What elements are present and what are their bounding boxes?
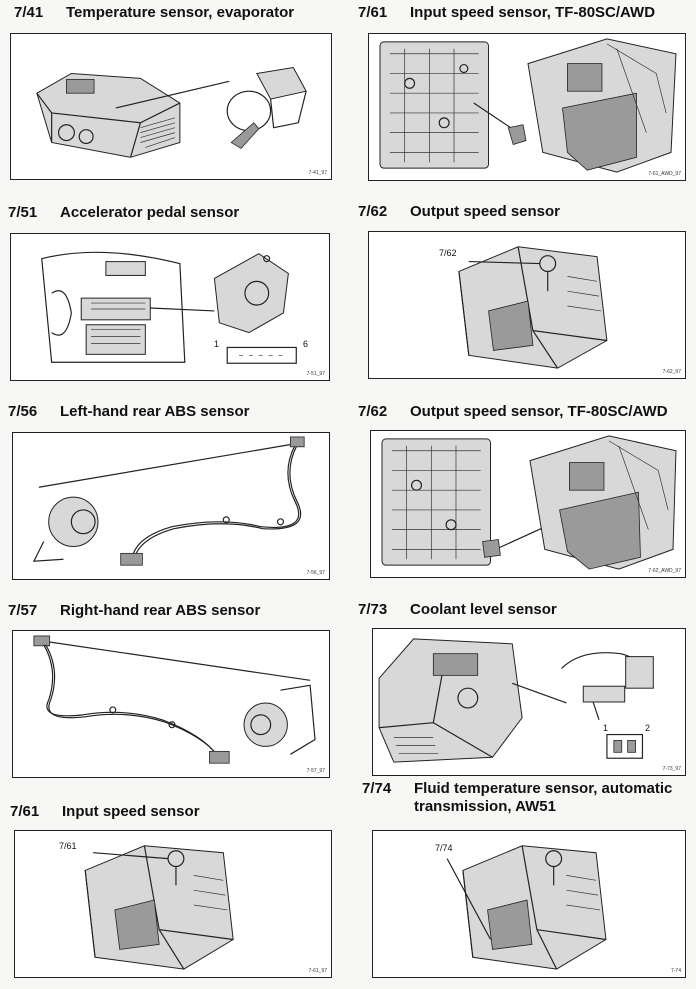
sensor-callout: 7/74 [435,843,453,853]
illustration-panel: 7-57_97 [12,630,330,778]
illustration-panel: 1 6 7-51_97 [10,233,330,381]
component-code: 7/74 [362,780,392,797]
entry-heading: 7/51 Accelerator pedal sensor [8,204,239,222]
component-title: Accelerator pedal sensor [60,204,240,221]
figure-reference: 7-61_97 [308,968,327,974]
illustration-panel: 7/62 7-62_97 [368,231,686,379]
pin-label: 6 [303,339,309,349]
right-rear-abs-sensor-drawing [33,635,316,764]
output-speed-sensor-drawing [458,246,608,369]
sensor-callout: 7/62 [439,248,457,258]
pin-label: 1 [214,339,220,349]
figure-reference: 7-62_AWD_97 [648,568,681,574]
left-rear-abs-sensor-drawing [32,436,305,566]
figure-reference: 7-61_AWD_97 [648,171,681,177]
coolant-level-sensor-drawing [378,638,654,763]
input-speed-sensor-awd-drawing [379,38,677,173]
evaporator-sensor-drawing [36,66,307,158]
input-speed-sensor-drawing [84,845,234,970]
component-code: 7/41 [14,4,44,21]
component-code: 7/62 [358,203,388,220]
component-code: 7/61 [358,4,388,21]
figure-reference: 7-41_97 [308,170,327,176]
component-code: 7/62 [358,403,388,420]
illustration-panel: 7-61_AWD_97 [368,33,686,181]
component-title: Input speed sensor [62,803,200,820]
figure-reference: 7-62_97 [662,369,681,375]
component-title: Coolant level sensor [410,601,557,618]
illustration-panel: 7/61 7-61_97 [14,830,332,978]
figure-reference: 7-73_97 [662,766,681,772]
entry-heading: 7/73 Coolant level sensor [358,601,557,619]
component-title: Left-hand rear ABS sensor [60,403,250,420]
entry-heading: 7/61 Input speed sensor, TF-80SC/AWD [358,4,655,22]
component-code: 7/51 [8,204,38,221]
component-code: 7/57 [8,602,38,619]
component-title: Input speed sensor, TF-80SC/AWD [410,4,656,21]
entry-heading: 7/41 Temperature sensor, evaporator [14,4,294,22]
illustration-panel: 1 2 7-73_97 [372,628,686,776]
pin-label: 2 [645,723,651,733]
illustration-panel: 7-62_AWD_97 [370,430,686,578]
output-speed-sensor-awd-drawing [381,435,677,570]
component-code: 7/61 [10,803,40,820]
entry-heading: 7/56 Left-hand rear ABS sensor [8,403,250,421]
illustration-panel: 7-41_97 [10,33,332,180]
accelerator-pedal-sensor-drawing [41,251,297,364]
figure-reference: 7-74 [670,968,681,974]
component-title: Temperature sensor, evaporator [66,4,295,21]
component-code: 7/56 [8,403,38,420]
figure-reference: 7-56_97 [306,570,325,576]
fluid-temperature-sensor-drawing [446,845,607,970]
pin-label: 1 [603,723,609,733]
illustration-panel: 7/74 7-74 [372,830,686,978]
entry-heading: 7/74 Fluid temperature sensor, automatic … [362,780,692,816]
component-title: Fluid temperature sensor, automatic tran… [414,780,673,815]
figure-reference: 7-57_97 [306,768,325,774]
component-title: Output speed sensor, TF-80SC/AWD [410,403,668,420]
entry-heading: 7/62 Output speed sensor, TF-80SC/AWD [358,403,668,421]
sensor-callout: 7/61 [59,841,77,851]
entry-heading: 7/61 Input speed sensor [10,803,200,821]
entry-heading: 7/57 Right-hand rear ABS sensor [8,602,260,620]
component-title: Right-hand rear ABS sensor [60,602,261,619]
component-code: 7/73 [358,601,388,618]
component-title: Output speed sensor [410,203,561,220]
entry-heading: 7/62 Output speed sensor [358,203,560,221]
illustration-panel: 7-56_97 [12,432,330,580]
figure-reference: 7-51_97 [306,371,325,377]
